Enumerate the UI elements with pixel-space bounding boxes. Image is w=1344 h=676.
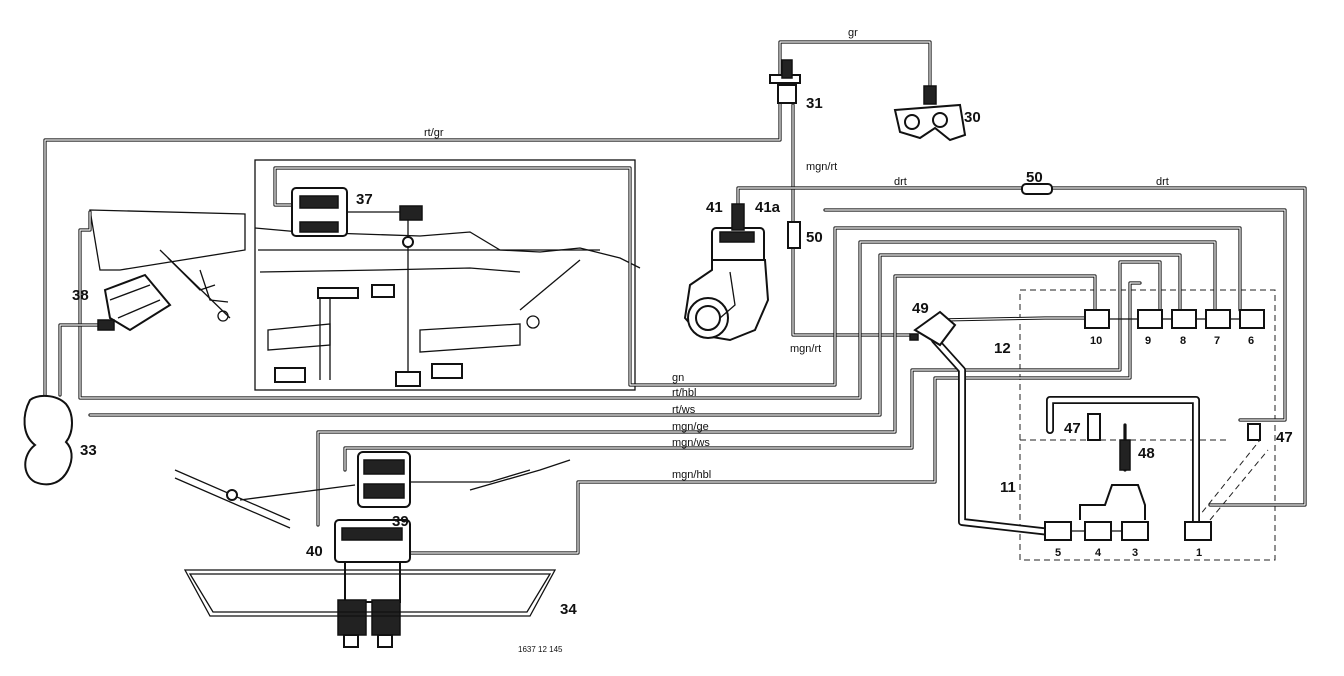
callout-labels: 30 31 33 34 37 38 39 40 41 41a 50 50 49 … xyxy=(72,95,1293,618)
hose-network xyxy=(43,40,1307,555)
port-label-7: 7 xyxy=(1214,335,1220,347)
hose-code-rt-ws: rt/ws xyxy=(672,404,696,416)
hose-code-rt-gr: rt/gr xyxy=(424,127,444,139)
port-label-9: 9 xyxy=(1145,335,1151,347)
label-39: 39 xyxy=(392,513,409,530)
label-48: 48 xyxy=(1138,445,1155,462)
hose-code-mgn-hbl: mgn/hbl xyxy=(672,469,711,481)
actuator-37 xyxy=(291,187,423,380)
label-40: 40 xyxy=(306,543,323,560)
restrictor-50-vertical xyxy=(787,221,801,249)
label-41: 41 xyxy=(706,199,723,216)
label-47-left: 47 xyxy=(1064,420,1081,437)
label-49: 49 xyxy=(912,300,929,317)
check-valve-47-left xyxy=(1087,413,1101,441)
port-label-5: 5 xyxy=(1055,547,1061,559)
label-41a: 41a xyxy=(755,199,781,216)
linkage-37 xyxy=(274,284,463,387)
port-label-8: 8 xyxy=(1180,335,1186,347)
hose-code-mgn-ws: mgn/ws xyxy=(672,437,710,449)
tray-34 xyxy=(183,569,557,617)
port-labels: 10 9 8 7 6 5 4 3 1 xyxy=(1055,335,1254,559)
port-label-1: 1 xyxy=(1196,547,1202,559)
hose-code-gn: gn xyxy=(672,372,684,384)
label-38: 38 xyxy=(72,287,89,304)
label-34: 34 xyxy=(560,601,577,618)
valve-block-lower xyxy=(1044,484,1212,541)
label-12: 12 xyxy=(994,340,1011,357)
check-valve-47-right xyxy=(1247,423,1261,441)
port-label-10: 10 xyxy=(1090,335,1102,347)
hose-code-drt-a: drt xyxy=(894,176,907,188)
port-label-4: 4 xyxy=(1095,547,1102,559)
actuator-39 xyxy=(357,451,571,508)
valve-31 xyxy=(769,59,801,104)
restrictor-50-horizontal xyxy=(1021,183,1053,195)
valve-block-40 xyxy=(334,519,411,648)
vacuum-reservoir-33 xyxy=(23,394,73,486)
port-label-3: 3 xyxy=(1132,547,1138,559)
hose-code-gr: gr xyxy=(848,27,858,39)
label-31: 31 xyxy=(806,95,823,112)
label-33: 33 xyxy=(80,442,97,459)
hose-code-drt-b: drt xyxy=(1156,176,1169,188)
hose-code-mgn-rt-mid: mgn/rt xyxy=(790,343,821,355)
label-47-right: 47 xyxy=(1276,429,1293,446)
label-50-horizontal: 50 xyxy=(1026,169,1043,186)
tee-49 xyxy=(909,310,957,347)
label-30: 30 xyxy=(964,109,981,126)
hose-code-rt-hbl: rt/hbl xyxy=(672,387,696,399)
label-50-vertical: 50 xyxy=(806,229,823,246)
body-structure-outline xyxy=(89,159,1276,561)
hose-code-mgn-rt-top: mgn/rt xyxy=(806,161,837,173)
valve-block-upper xyxy=(1084,309,1265,329)
component-30 xyxy=(893,85,967,142)
actuator-38 xyxy=(97,257,216,332)
hose-code-mgn-ge: mgn/ge xyxy=(672,421,709,433)
reference-number: 1637 12 145 xyxy=(518,645,563,654)
valve-48 xyxy=(1119,439,1131,471)
actuator-41 xyxy=(683,203,770,342)
port-label-6: 6 xyxy=(1248,335,1254,347)
label-37: 37 xyxy=(356,191,373,208)
hose-code-labels: gr rt/gr mgn/rt mgn/rt drt drt gn rt/hbl… xyxy=(424,27,1169,481)
label-11: 11 xyxy=(1000,479,1016,496)
linkage-left-39 xyxy=(174,469,356,529)
